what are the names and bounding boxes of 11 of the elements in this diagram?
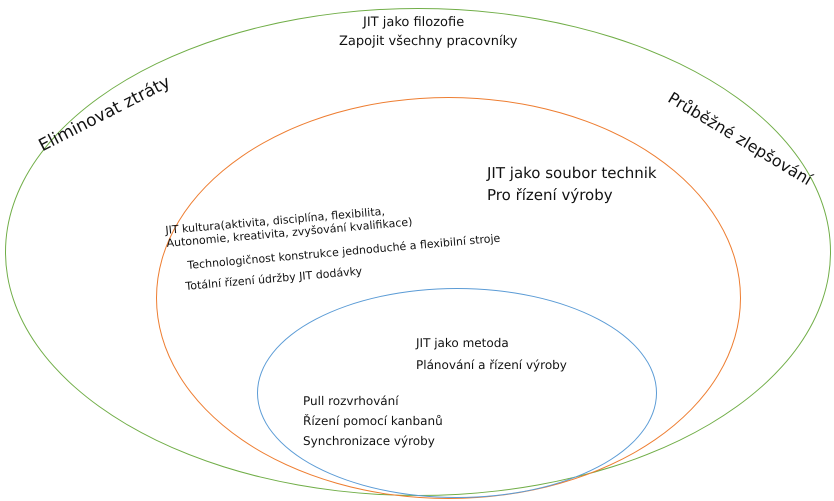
list-text: Pull rozvrhování <box>303 395 399 409</box>
body-text: Zapojit všechny pracovníky <box>339 35 518 50</box>
inner-ellipse <box>257 288 657 498</box>
heading-text: JIT jako filozofie <box>363 16 464 31</box>
outer-ellipse <box>5 8 831 496</box>
body-text: Plánování a řízení výroby <box>416 359 567 373</box>
body-text: Pro řízení výroby <box>487 187 613 204</box>
list-text: Řízení pomocí kanbanů <box>303 415 443 429</box>
list-text: Synchronizace výroby <box>303 435 435 449</box>
heading-text: JIT jako metoda <box>416 337 509 351</box>
heading-text: JIT jako soubor technik <box>487 165 657 182</box>
